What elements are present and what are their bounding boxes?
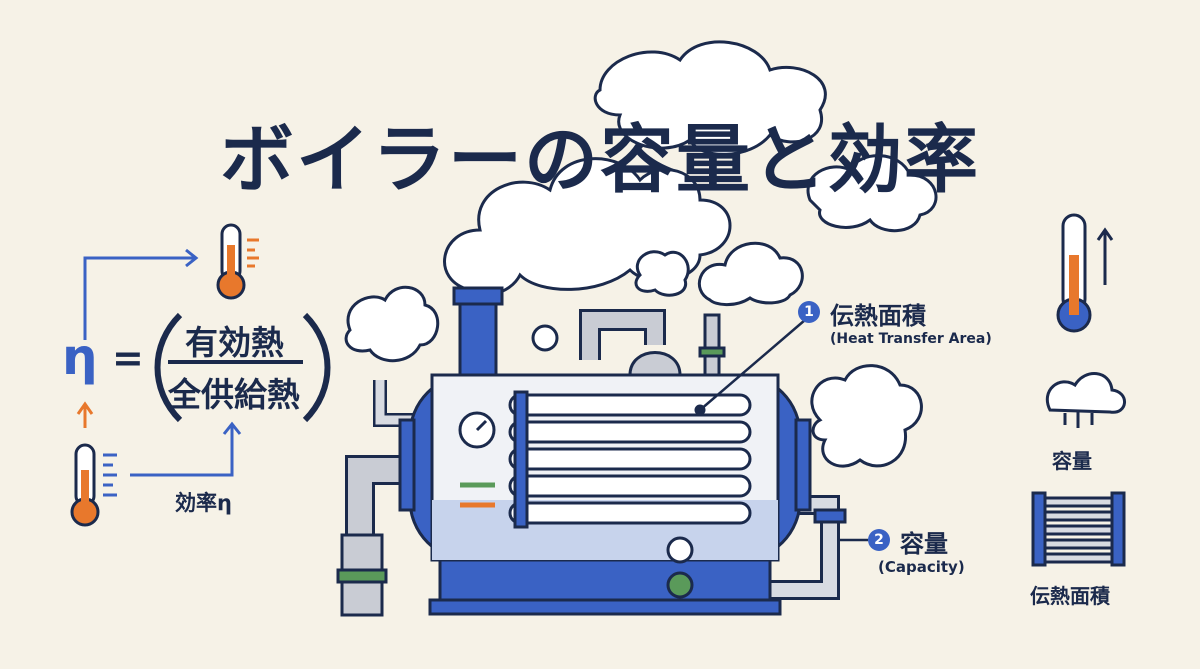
legend-label-heat-transfer-area: 伝熱面積 — [1030, 584, 1110, 608]
tube-bundle-icon — [1031, 491, 1126, 567]
callout-label-capacity: 容量 — [900, 530, 948, 558]
formula-denominator: 全供給熱 — [168, 375, 300, 414]
thermometer-icon — [216, 223, 259, 300]
eta-symbol: η — [62, 328, 98, 386]
callout-sublabel-heat-transfer-area: (Heat Transfer Area) — [830, 331, 992, 347]
chimney — [458, 298, 498, 382]
callout-sublabel-capacity: (Capacity) — [878, 558, 965, 576]
equals-sign: = — [112, 336, 144, 380]
thermometer-icon — [70, 443, 117, 527]
legend-label-capacity: 容量 — [1052, 449, 1092, 473]
callout-label-heat-transfer-area: 伝熱面積 — [830, 302, 926, 330]
formula-numerator: 有効熱 — [185, 323, 284, 362]
steam-cloud-icon — [1045, 372, 1126, 428]
tube-bundle — [508, 390, 752, 529]
page-title: ボイラーの容量と効率 — [220, 117, 980, 203]
thermometer-rising-icon — [1056, 213, 1114, 333]
callout-badge-1: 1 — [798, 301, 820, 323]
callout-badge-2: 2 — [868, 529, 890, 551]
steam-cloud-icon — [344, 40, 938, 468]
efficiency-caption: 効率η — [175, 491, 232, 515]
